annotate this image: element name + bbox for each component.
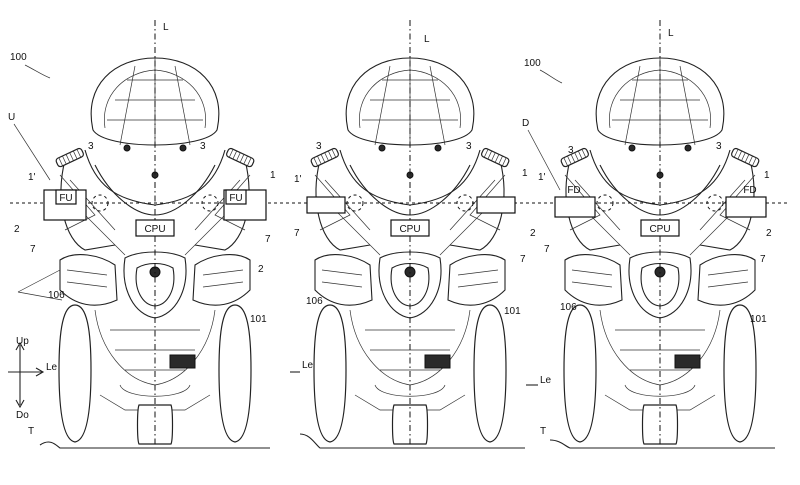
ref-d-right: D — [522, 118, 529, 129]
ground-line-center — [299, 433, 525, 449]
label-2-right: 2 — [766, 228, 772, 239]
up-down-arrowheads — [15, 341, 25, 409]
label-101-left: 101 — [250, 314, 267, 325]
cpu-box-center — [390, 219, 430, 237]
unit-box-center-b — [476, 196, 516, 214]
ref-100-right: 100 — [524, 58, 541, 69]
leader-106-left — [17, 269, 63, 301]
cpu-box-left — [135, 219, 175, 237]
label-2-left-b: 2 — [258, 264, 264, 275]
label-106-center: 106 — [306, 296, 323, 307]
label-t-left: T — [28, 426, 34, 437]
fu-label-left-a: FU — [59, 193, 72, 204]
cpu-label-left: CPU — [144, 224, 165, 235]
label-t-right: T — [540, 426, 546, 437]
label-1-left: 1 — [270, 170, 276, 181]
ref-u-leader — [13, 123, 51, 181]
fd-label-right-b: FD — [743, 185, 756, 196]
ref-100-left-leader — [24, 64, 51, 79]
label-le-right: Le — [540, 375, 552, 386]
label-1-right: 1 — [764, 170, 770, 181]
cpu-label-right: CPU — [649, 224, 670, 235]
axis-l-label-left: L — [163, 22, 169, 33]
label-1-center: 1 — [522, 168, 528, 179]
label-1p-center: 1' — [294, 174, 302, 185]
label-2-left: 2 — [14, 224, 20, 235]
label-106-left: 106 — [48, 290, 65, 301]
label-3-center: 3 — [316, 141, 322, 152]
ref-u: U — [8, 112, 15, 123]
fu-inner-left-a — [55, 189, 77, 205]
label-101-center: 101 — [504, 306, 521, 317]
label-2-center: 2 — [530, 228, 536, 239]
axis-l-label-center: L — [424, 34, 430, 45]
label-7-right-b: 7 — [760, 254, 766, 265]
fd-box-right-b — [725, 196, 767, 218]
label-3-right-b: 3 — [716, 141, 722, 152]
label-7-left: 7 — [30, 244, 36, 255]
fd-box-right-a — [554, 196, 596, 218]
ref-100-right-leader — [539, 69, 563, 84]
axis-l-label-right: L — [668, 28, 674, 39]
label-1p-right: 1' — [538, 172, 546, 183]
label-101-right: 101 — [750, 314, 767, 325]
label-le-left: Le — [46, 362, 58, 373]
label-7-center-b: 7 — [520, 254, 526, 265]
ground-line-right — [549, 439, 775, 449]
fu-label-left-b: FU — [229, 193, 242, 204]
label-3-center-b: 3 — [466, 141, 472, 152]
cpu-box-right — [640, 219, 680, 237]
label-3-right: 3 — [568, 145, 574, 156]
ref-d-leader — [527, 129, 561, 191]
unit-box-center-a — [306, 196, 346, 214]
label-le-center: Le — [302, 360, 314, 371]
label-7-left-b: 7 — [265, 234, 271, 245]
label-1p-left: 1' — [28, 172, 36, 183]
cpu-label-center: CPU — [399, 224, 420, 235]
label-3-left-b: 3 — [200, 141, 206, 152]
fd-label-right-a: FD — [567, 185, 580, 196]
label-106-right: 106 — [560, 302, 577, 313]
label-7-right: 7 — [544, 244, 550, 255]
label-7-center: 7 — [294, 228, 300, 239]
ground-line-left — [39, 441, 270, 449]
label-3-left: 3 — [88, 141, 94, 152]
fu-inner-left-b — [225, 189, 247, 205]
label-do: Do — [16, 410, 29, 421]
label-up: Up — [16, 336, 29, 347]
le-arrowhead-left — [35, 367, 45, 377]
ref-100-left: 100 — [10, 52, 27, 63]
